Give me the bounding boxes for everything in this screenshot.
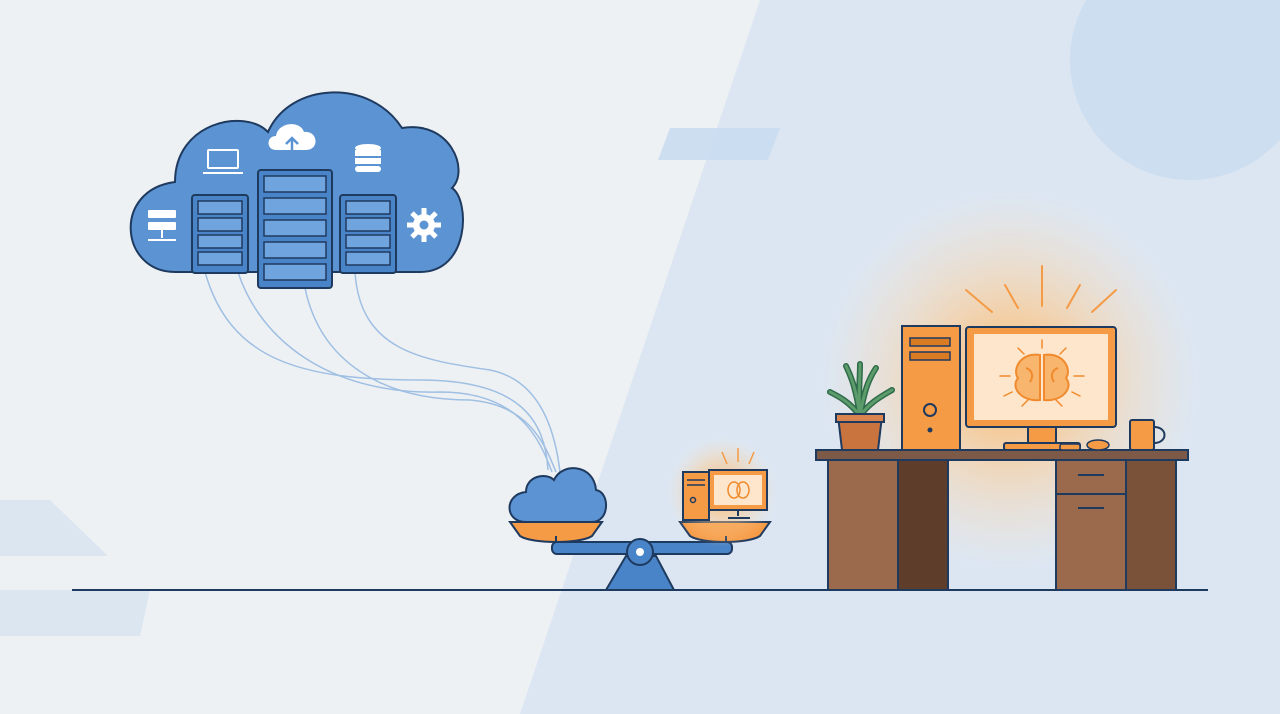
background-accent-top — [658, 128, 780, 160]
brain-icon — [1014, 353, 1070, 402]
connection-wires — [204, 271, 561, 473]
brain-rays — [999, 339, 1085, 407]
server-rack-icon — [257, 169, 333, 289]
server-rack-icon — [191, 194, 249, 274]
upload-cloud-icon — [268, 124, 316, 150]
brain-icon — [727, 481, 750, 499]
laptop-icon — [203, 149, 243, 174]
keyboard-icon — [1059, 439, 1110, 451]
desktop-computer-icon — [682, 469, 768, 521]
glow-rays — [965, 265, 1117, 313]
cloud-icon — [508, 467, 607, 523]
database-icon — [355, 144, 381, 172]
coffee-mug-icon — [1129, 419, 1166, 451]
background-accent-left — [0, 500, 108, 556]
server-rack-icon — [339, 194, 397, 274]
small-glow-rays — [721, 448, 755, 465]
potted-plant-icon — [827, 361, 895, 451]
desk-icon — [815, 449, 1189, 591]
desktop-computer-icon — [901, 325, 961, 451]
background-accent-bottom — [0, 590, 150, 636]
network-server-icon — [148, 210, 176, 241]
gear-icon — [407, 208, 441, 242]
background-circle — [1070, 0, 1280, 180]
